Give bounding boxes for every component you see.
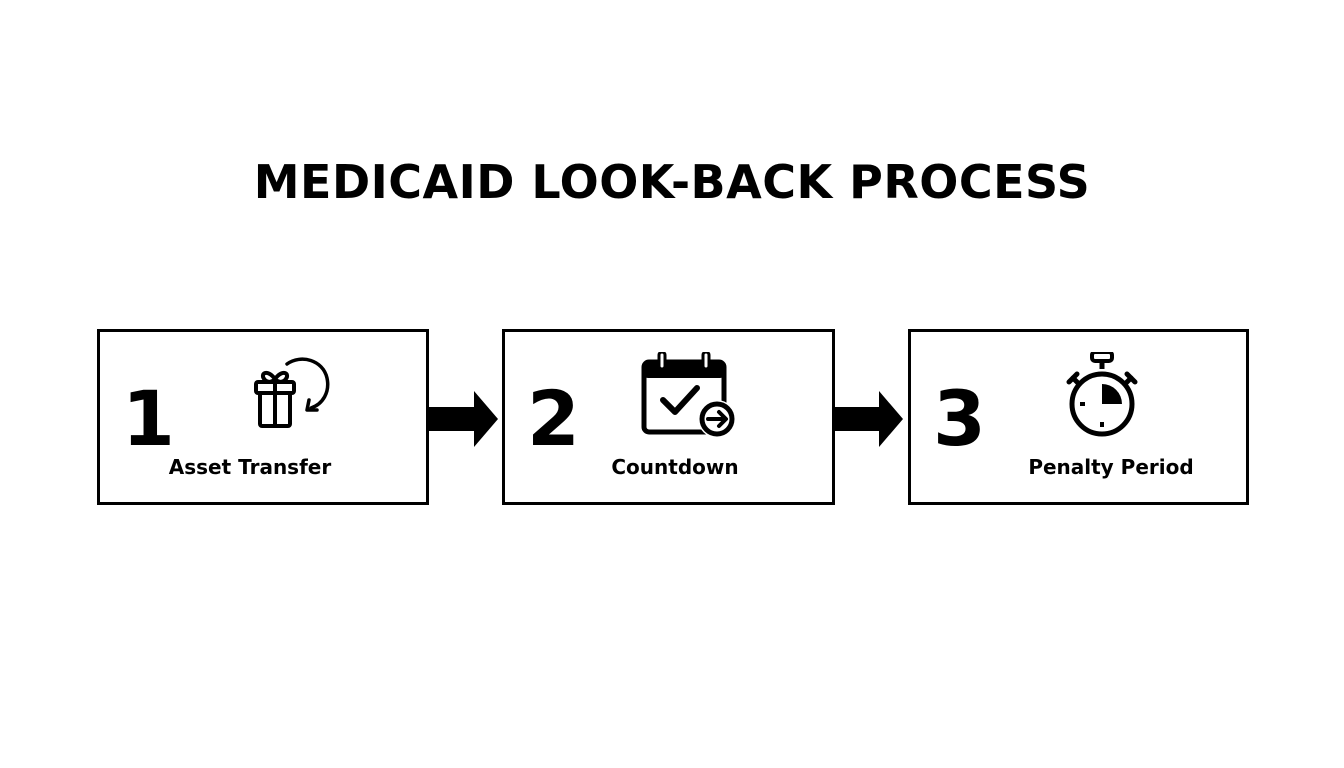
gift-with-circular-arrow-icon xyxy=(245,352,345,442)
step-box-asset-transfer: 1 Asset Transfer xyxy=(97,329,429,505)
right-arrow-icon xyxy=(428,391,500,447)
stopwatch-icon xyxy=(1054,352,1154,442)
step-number: 1 xyxy=(122,374,175,463)
step-number: 3 xyxy=(933,374,986,463)
step-label: Asset Transfer xyxy=(168,455,332,479)
step-label: Countdown xyxy=(611,455,739,479)
step-number: 2 xyxy=(527,374,580,463)
page-title: MEDICAID LOOK-BACK PROCESS xyxy=(253,155,1091,209)
step-label: Penalty Period xyxy=(1028,455,1194,479)
step-box-countdown: 2 Countdown xyxy=(502,329,835,505)
right-arrow-icon xyxy=(833,391,905,447)
step-box-penalty-period: 3 Penalty Period xyxy=(908,329,1249,505)
calendar-check-arrow-icon xyxy=(639,352,739,442)
